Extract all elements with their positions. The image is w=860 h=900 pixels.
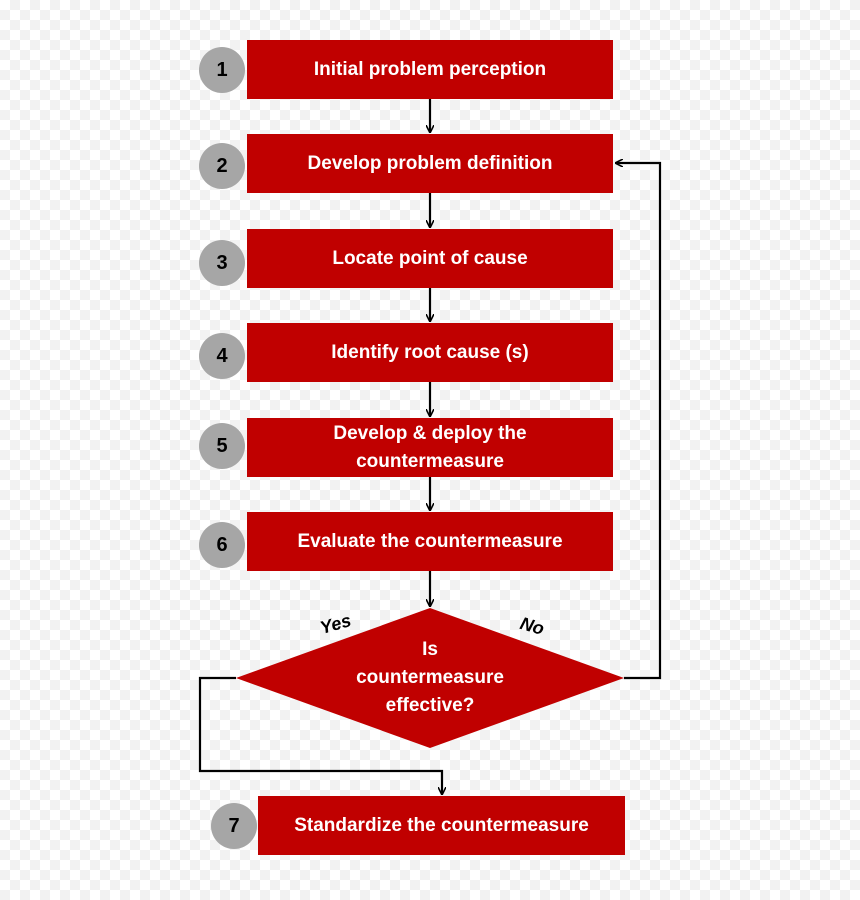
- step-box-4: Identify root cause (s): [247, 323, 613, 382]
- step-label-1: Initial problem perception: [313, 58, 547, 80]
- step-label-3: Locate point of cause: [332, 247, 528, 269]
- step-label-5-line1: Develop & deploy the: [333, 422, 527, 444]
- step-box-5: Develop & deploy the countermeasure: [247, 418, 613, 477]
- arrow-yes-to-7: [198, 676, 442, 794]
- step-number-6: 6: [199, 522, 245, 568]
- step-box-7: Standardize the countermeasure: [258, 796, 625, 855]
- step-label-4: Identify root cause (s): [331, 341, 529, 363]
- step-label-6: Evaluate the countermeasure: [297, 530, 563, 552]
- step-box-1: Initial problem perception: [247, 40, 613, 99]
- decision-line-2: countermeasure: [356, 667, 504, 688]
- decision-line-1: Is: [422, 639, 438, 660]
- step-number-4: 4: [199, 333, 245, 379]
- decision-line-3: effective?: [385, 695, 475, 716]
- step-number-5: 5: [199, 423, 245, 469]
- step-number-7: 7: [211, 803, 257, 849]
- step-number-3: 3: [199, 240, 245, 286]
- step-box-3: Locate point of cause: [247, 229, 613, 288]
- step-box-2: Develop problem definition: [247, 134, 613, 193]
- step-label-2: Develop problem definition: [307, 152, 553, 174]
- decision-text: Is countermeasure effective?: [330, 636, 530, 720]
- step-label-5-line2: countermeasure: [356, 450, 504, 472]
- step-number-1: 1: [199, 47, 245, 93]
- arrow-no-loop: [616, 163, 662, 680]
- step-number-2: 2: [199, 143, 245, 189]
- step-label-7: Standardize the countermeasure: [294, 814, 589, 836]
- step-box-6: Evaluate the countermeasure: [247, 512, 613, 571]
- decision-diamond: [236, 608, 624, 748]
